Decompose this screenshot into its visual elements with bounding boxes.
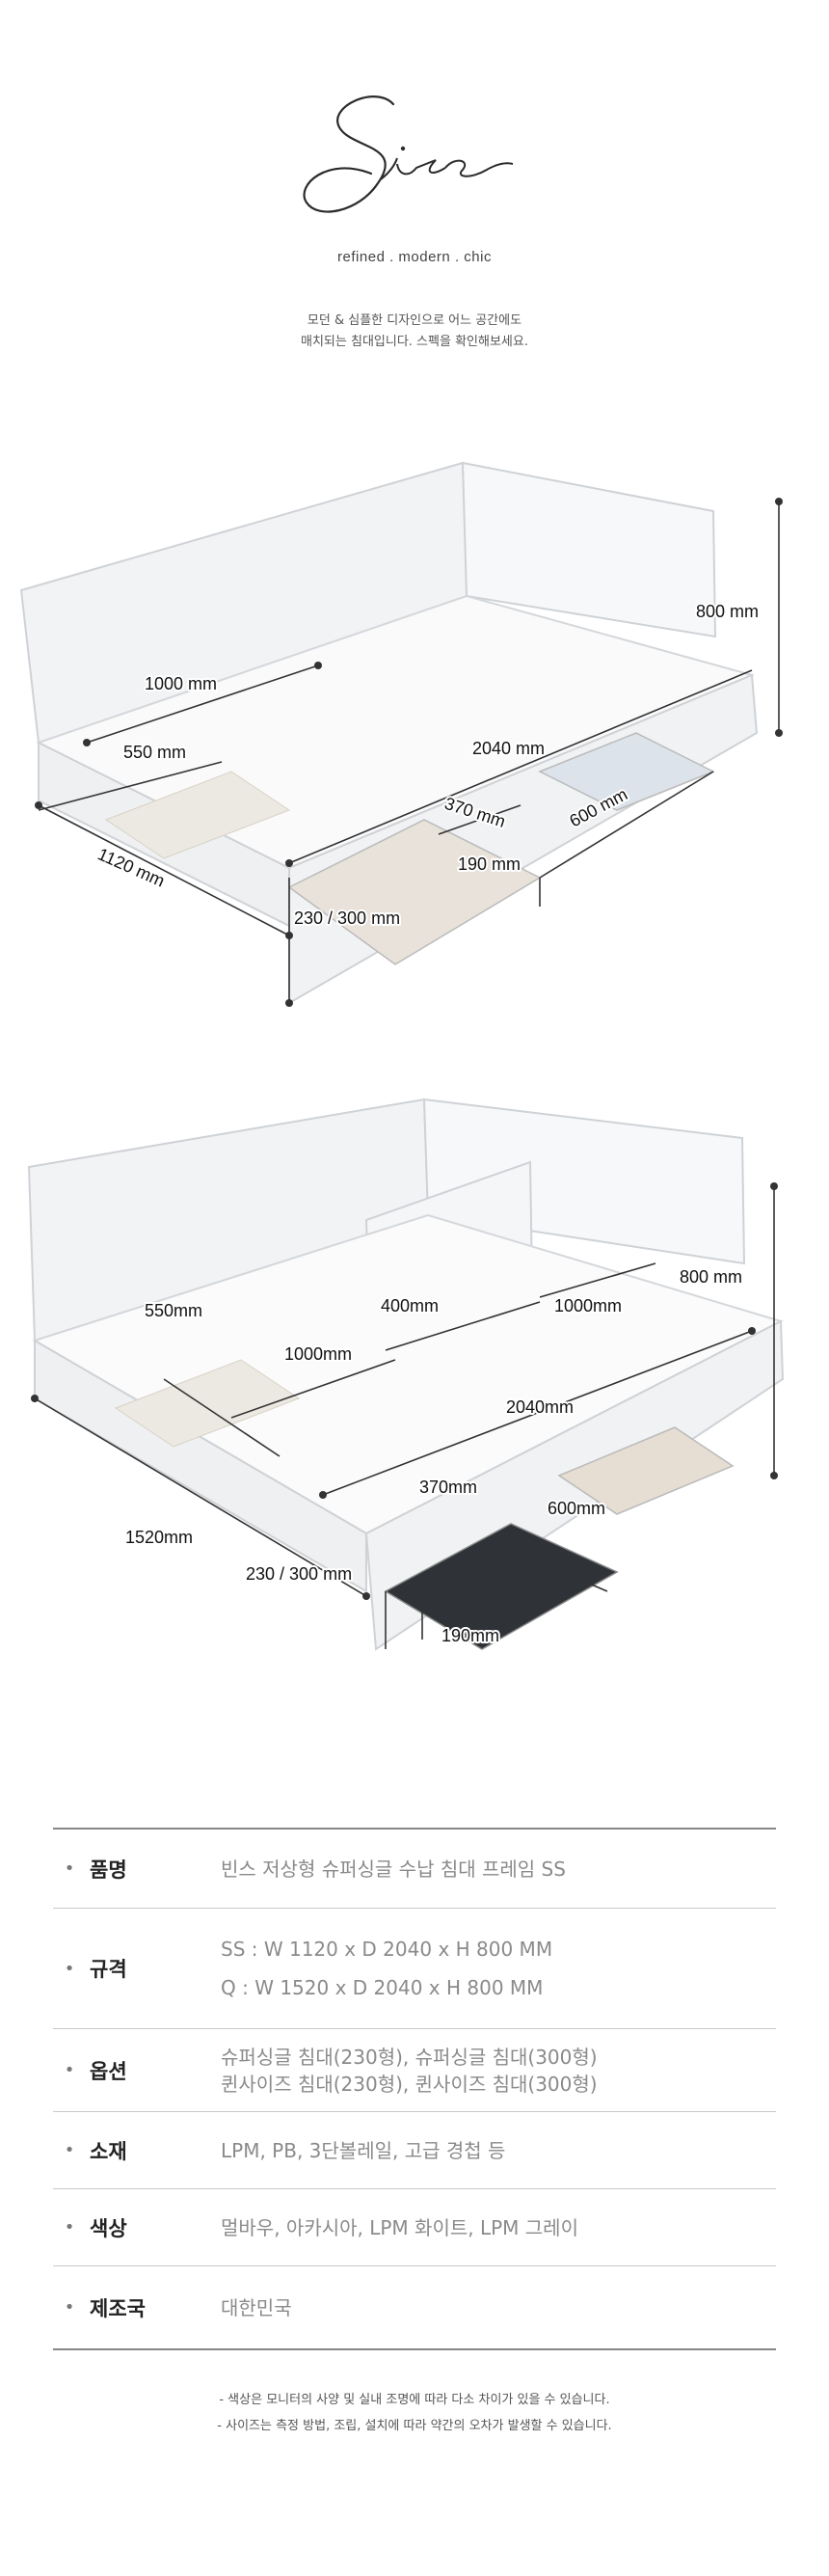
bullet: • [64, 1958, 75, 1979]
dim-depth-left: 550mm [145, 1301, 202, 1320]
note-line: - 사이즈는 측정 방법, 조립, 설치에 따라 약간의 오차가 발생할 수 있… [217, 2419, 612, 2433]
spec-value: 대한민국 [221, 2294, 776, 2321]
dim-drawer-length: 600mm [548, 1499, 605, 1518]
dim-length: 2040 mm [472, 739, 545, 758]
spec-value-line: 대한민국 [221, 2295, 292, 2319]
dim-width: 1520mm [125, 1528, 193, 1547]
size-script-logo [303, 95, 514, 213]
spec-label: 품명 [90, 1857, 127, 1882]
notes: - 색상은 모니터의 사양 및 실내 조명에 따라 다소 차이가 있을 수 있습… [0, 2387, 829, 2439]
spec-value-line: 멀바우, 아카시아, LPM 화이트, LPM 그레이 [221, 2215, 578, 2239]
spec-value: LPM, PB, 3단볼레일, 고급 경첩 등 [221, 2137, 776, 2164]
dim-length-right: 1000mm [554, 1296, 622, 1315]
dim-length-top: 1000 mm [145, 674, 217, 693]
spec-value-line: 빈스 저상형 슈퍼싱글 수납 침대 프레임 SS [221, 1857, 566, 1881]
spec-table: • 품명 빈스 저상형 슈퍼싱글 수납 침대 프레임 SS • 규격 SS : … [53, 1828, 776, 2350]
spec-value: 멀바우, 아카시아, LPM 화이트, LPM 그레이 [221, 2214, 776, 2241]
spec-value-line: 슈퍼싱글 침대(230형), 슈퍼싱글 침대(300형) [221, 2045, 598, 2069]
dim-length: 2040mm [506, 1397, 574, 1417]
spec-value: SS : W 1120 x D 2040 x H 800 MM Q : W 15… [221, 1930, 776, 2007]
spec-row-material: • 소재 LPM, PB, 3단볼레일, 고급 경첩 등 [53, 2112, 776, 2189]
dim-drawer-width: 230 / 300 mm [294, 908, 400, 928]
spec-label: 소재 [90, 2139, 127, 2163]
spec-label: 제조국 [90, 2296, 146, 2320]
dim-height: 800 mm [696, 602, 759, 621]
spec-label: 색상 [90, 2216, 127, 2240]
spec-label: 규격 [90, 1958, 127, 1981]
bullet: • [64, 2217, 75, 2237]
spec-value-line: SS : W 1120 x D 2040 x H 800 MM [221, 1938, 553, 1961]
tagline: refined . modern . chic [337, 249, 492, 265]
intro-line: 모던 & 심플한 디자인으로 어느 공간에도 [307, 313, 522, 328]
spec-row-name: • 품명 빈스 저상형 슈퍼싱글 수납 침대 프레임 SS [53, 1830, 776, 1909]
intro-text: 모던 & 심플한 디자인으로 어느 공간에도 매치되는 침대입니다. 스펙을 확… [0, 311, 829, 353]
dim-drawer-depth: 370mm [419, 1478, 477, 1497]
spec-value: 빈스 저상형 슈퍼싱글 수납 침대 프레임 SS [221, 1856, 776, 1883]
bullet: • [64, 2140, 75, 2160]
note-line: - 색상은 모니터의 사양 및 실내 조명에 따라 다소 차이가 있을 수 있습… [219, 2393, 610, 2407]
spec-value-line: 퀸사이즈 침대(230형), 퀸사이즈 침대(300형) [221, 2072, 598, 2096]
dim-height: 800 mm [680, 1267, 742, 1287]
bullet: • [64, 2297, 75, 2318]
spec-row-color: • 색상 멀바우, 아카시아, LPM 화이트, LPM 그레이 [53, 2189, 776, 2266]
spec-label: 옵션 [90, 2059, 127, 2083]
size-header: refined . modern . chic 모던 & 심플한 디자인으로 어… [0, 0, 829, 386]
dim-drawer-height: 190mm [441, 1626, 499, 1645]
spec-value: 슈퍼싱글 침대(230형), 슈퍼싱글 침대(300형) 퀸사이즈 침대(230… [221, 2044, 776, 2098]
bed-diagram-q: 800 mm 550mm 1000mm 400mm 1000mm 2040mm … [0, 1071, 829, 1726]
dim-drawer-width: 230 / 300 mm [246, 1564, 352, 1584]
intro-line: 매치되는 침대입니다. 스펙을 확인해보세요. [301, 335, 528, 349]
dim-depth-left: 550 mm [123, 743, 186, 762]
spec-row-options: • 옵션 슈퍼싱글 침대(230형), 슈퍼싱글 침대(300형) 퀸사이즈 침… [53, 2029, 776, 2112]
spec-row-size: • 규격 SS : W 1120 x D 2040 x H 800 MM Q :… [53, 1909, 776, 2029]
bullet: • [64, 2060, 75, 2080]
bed-diagram-ss: 800 mm 1000 mm 550 mm 2040 mm 370 mm 600… [0, 424, 829, 1042]
dim-drawer-height: 190 mm [458, 854, 521, 874]
spec-value-line: LPM, PB, 3단볼레일, 고급 경첩 등 [221, 2138, 506, 2162]
spec-row-origin: • 제조국 대한민국 [53, 2266, 776, 2348]
dim-partition: 400mm [381, 1296, 439, 1315]
bullet: • [64, 1858, 75, 1879]
spec-value-line: Q : W 1520 x D 2040 x H 800 MM [221, 1976, 544, 1999]
dim-length-mid: 1000mm [284, 1344, 352, 1364]
